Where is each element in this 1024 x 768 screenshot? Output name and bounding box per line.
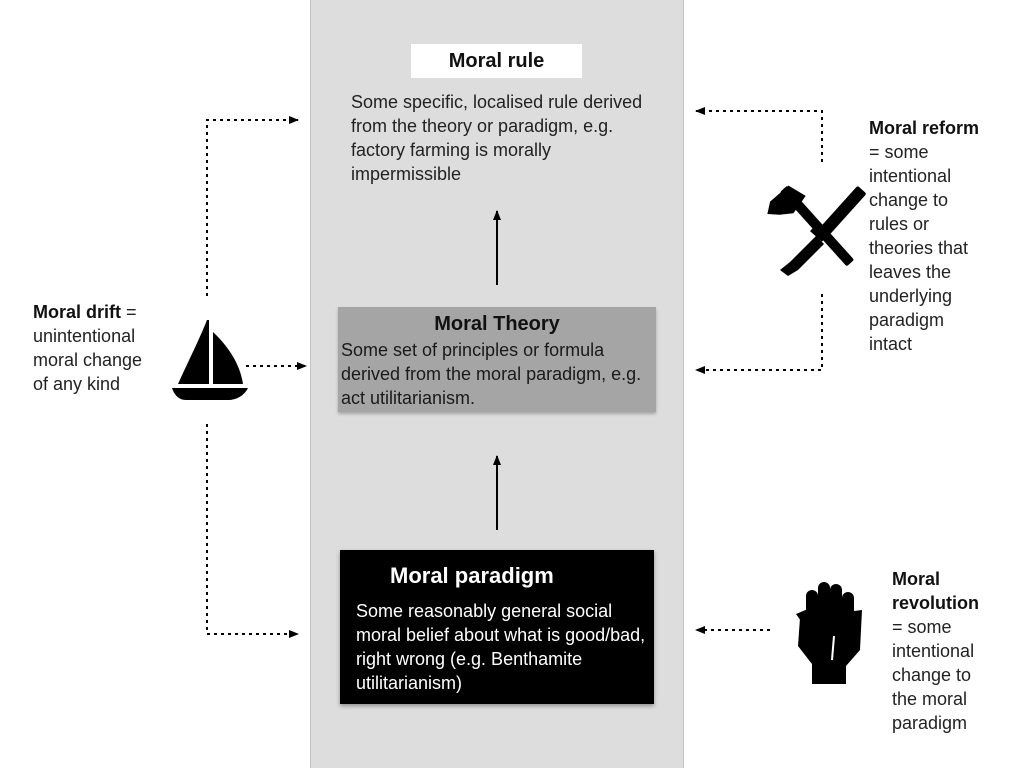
moral-theory-title: Moral Theory <box>434 313 560 335</box>
hammer-chisel-icon <box>767 185 866 276</box>
moral-revolution-label: Moral revolution = some intentional chan… <box>892 567 1017 735</box>
drift-connectors <box>206 116 307 638</box>
moral-theory-box <box>338 307 656 412</box>
moral-theory-description: Some set of principles or formula derive… <box>341 340 642 408</box>
moral-rule-description: Some specific, localised rule derived fr… <box>351 92 643 184</box>
sailboat-icon <box>172 320 248 400</box>
moral-reform-label: Moral reform = some intentional change t… <box>869 116 1009 356</box>
reform-connectors <box>695 107 823 374</box>
moral-paradigm-box <box>340 550 654 704</box>
moral-reform-desc: = some intentional change to rules or th… <box>869 142 969 354</box>
moral-reform-term: Moral reform <box>869 118 980 138</box>
moral-rule-title: Moral rule <box>411 44 582 78</box>
moral-revolution-term: Moral revolution <box>892 569 980 613</box>
moral-drift-desc: = unintentional moral change of any kind <box>33 302 143 394</box>
moral-paradigm-title: Moral paradigm <box>390 563 554 588</box>
moral-paradigm-description: Some reasonably general social moral bel… <box>356 601 646 693</box>
raised-fist-icon <box>796 582 862 684</box>
moral-drift-label: Moral drift = unintentional moral change… <box>33 300 158 396</box>
moral-revolution-desc: = some intentional change to the moral p… <box>892 617 975 733</box>
moral-drift-term: Moral drift <box>33 302 121 322</box>
